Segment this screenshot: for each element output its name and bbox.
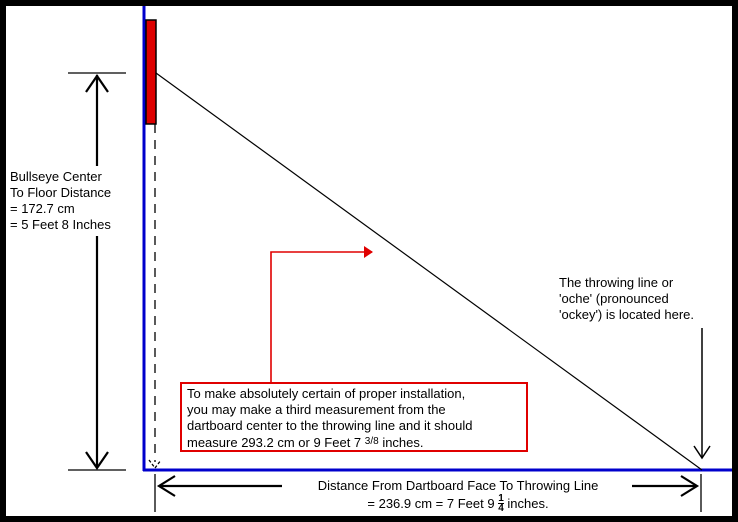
oche-label: The throwing line or 'oche' (pronounced … [559,275,694,323]
oche-label-line-2: 'oche' (pronounced [559,291,669,306]
distance-unit-text: inches. [507,496,549,511]
oche-label-line-1: The throwing line or [559,275,674,290]
note-line-3: dartboard center to the throwing line an… [187,418,473,433]
height-label-line-1: Bullseye Center [10,169,102,184]
arrow-right-icon [364,246,373,258]
note-line-4: measure 293.2 cm or 9 Feet 7 3/8 inches. [187,434,472,451]
installation-note-text: To make absolutely certain of proper ins… [187,386,472,451]
height-label: Bullseye Center To Floor Distance = 172.… [10,169,111,233]
note-callout-line [270,251,372,382]
arrow-down-icon [148,459,162,470]
note-measure-text: measure 293.2 cm or 9 Feet 7 [187,435,362,450]
oche-label-line-3: 'ockey') is located here. [559,307,695,322]
note-fraction: 3/8 [364,436,379,447]
height-label-line-2: To Floor Distance [10,185,112,200]
note-fraction-denominator: 8 [373,436,379,447]
note-unit-text: inches. [382,435,424,450]
arrow-right-icon [680,475,700,497]
height-label-line-4: = 5 Feet 8 Inches [10,217,111,232]
distance-fraction-denominator: 4 [498,503,504,514]
arrow-down-icon [693,445,711,460]
distance-value-text: = 236.9 cm = 7 Feet 9 [367,496,495,511]
arrow-down-icon [85,451,109,470]
distance-fraction-numerator: 1 [498,493,504,504]
note-line-1: To make absolutely certain of proper ins… [187,386,466,401]
height-label-line-3: = 172.7 cm [10,201,75,216]
note-line-2: you may make a third measurement from th… [187,402,446,417]
arrow-up-icon [85,74,109,93]
distance-label-line-1: Distance From Dartboard Face To Throwing… [317,478,599,493]
diagonal-measurement-line [155,72,703,471]
distance-label: Distance From Dartboard Face To Throwing… [288,478,628,514]
dartboard [145,19,157,125]
note-fraction-numerator: 3 [364,436,371,447]
arrow-left-icon [156,475,176,497]
installation-note-box: To make absolutely certain of proper ins… [180,382,528,452]
